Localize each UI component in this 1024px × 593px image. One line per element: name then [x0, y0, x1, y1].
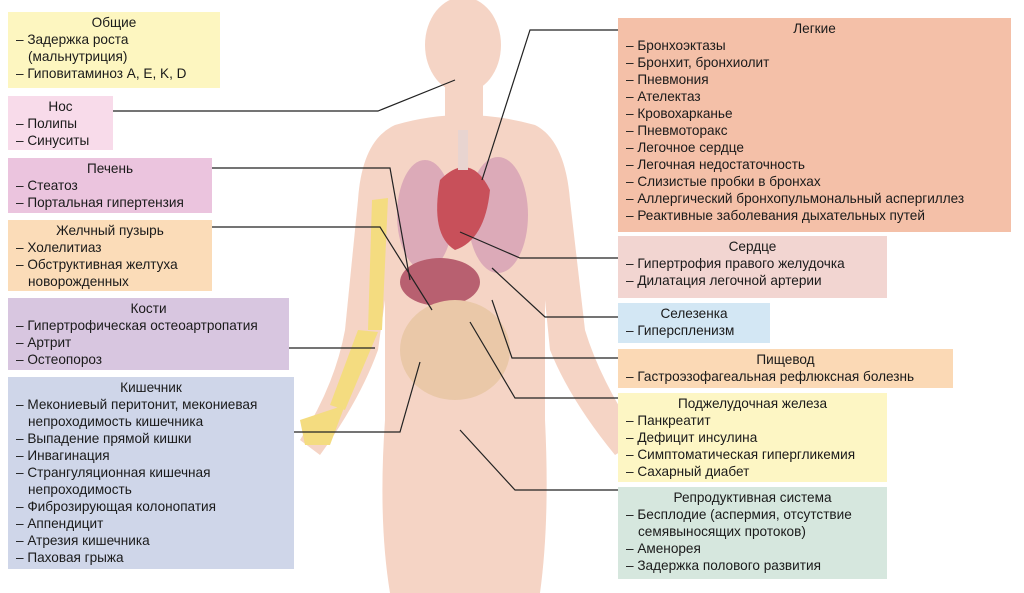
box-item: – Панкреатит [626, 413, 711, 428]
box-item: – Аменорея [626, 541, 701, 556]
box-title: Легкие [793, 21, 836, 36]
box-item: – Легочное сердце [626, 140, 744, 155]
box-item: – Симптоматическая гипергликемия [626, 447, 856, 462]
leader-line-spleen [491, 267, 618, 318]
box-item: – Ателектаз [626, 89, 701, 104]
box-item: – Бронхоэктазы [626, 38, 726, 53]
box-item: – Кровохарканье [626, 106, 733, 121]
box-item: – Остеопороз [16, 352, 103, 367]
box-reproductive: Репродуктивная система – Бесплодие (аспе… [618, 487, 887, 579]
box-title: Поджелудочная железа [677, 396, 828, 411]
box-esophagus: Пищевод – Гастроэзофагеальная рефлюксная… [618, 349, 953, 388]
box-item: – Холелитиаз [16, 240, 102, 255]
box-general: Общие – Задержка роста (мальнутриция) – … [8, 12, 220, 88]
leader-line-liver [212, 167, 411, 281]
leader-line-nose [113, 79, 456, 112]
box-heart: Сердце – Гипертрофия правого желудочка –… [618, 236, 887, 298]
box-item: – Пневмоторакс [626, 123, 728, 138]
box-item: – Синуситы [16, 133, 90, 148]
box-liver: Печень – Стеатоз – Портальная гипертензи… [8, 158, 212, 213]
box-item: – Фиброзирующая колонопатия [16, 499, 217, 514]
box-title: Селезенка [660, 306, 728, 321]
leader-line-pancreas [469, 321, 618, 399]
box-title: Пищевод [756, 352, 815, 367]
leader-line-esophagus [491, 299, 618, 359]
box-item: – Паховая грыжа [16, 550, 124, 565]
box-title: Общие [91, 15, 137, 30]
leader-line-heart [459, 231, 618, 259]
leader-lines [113, 29, 618, 491]
box-title: Сердце [728, 239, 777, 254]
box-item: – Выпадение прямой кишки [16, 431, 192, 446]
arm-bones [300, 198, 388, 445]
leader-line-lungs [481, 29, 618, 181]
box-item: – Пневмония [626, 72, 709, 87]
box-item: – Аллергический бронхопульмональный аспе… [626, 191, 965, 206]
box-item: – Аппендицит [16, 516, 104, 531]
box-item: – Гастроэзофагеальная рефлюксная болезнь [626, 369, 915, 384]
box-item: – Сахарный диабет [626, 464, 750, 479]
box-item: – Обструктивная желтуха новорожденных [16, 257, 178, 289]
leader-line-reproductive [459, 429, 618, 491]
box-title: Кости [130, 301, 167, 316]
box-nose: Нос – Полипы – Синуситы [8, 96, 113, 150]
box-title: Репродуктивная система [673, 490, 832, 505]
box-item: – Гипертрофическая остеоартропатия [16, 318, 258, 333]
box-item: – Бесплодие (аспермия, отсутствие семявы… [626, 507, 852, 539]
box-item: – Странгуляционная кишечная непроходимос… [16, 465, 211, 497]
box-item: – Гипертрофия правого желудочка [626, 256, 845, 271]
box-item: – Гиповитаминоз A, E, K, D [16, 66, 187, 81]
box-title: Желчный пузырь [56, 223, 164, 238]
box-item: – Инвагинация [16, 448, 110, 463]
box-lungs: Легкие – Бронхоэктазы – Бронхит, бронхио… [618, 18, 1011, 232]
box-item: – Портальная гипертензия [16, 195, 184, 210]
box-item: – Артрит [16, 335, 72, 350]
box-item: – Дилатация легочной артерии [626, 273, 822, 288]
box-item: – Дефицит инсулина [626, 430, 758, 445]
leader-line-intestine [294, 361, 421, 433]
box-intestine: Кишечник – Мекониевый перитонит, меконие… [8, 377, 294, 569]
box-item: – Слизистые пробки в бронхах [626, 174, 821, 189]
organs [397, 130, 528, 400]
box-item: – Реактивные заболевания дыхательных пут… [626, 208, 925, 223]
box-gallbladder: Желчный пузырь – Холелитиаз – Обструктив… [8, 220, 212, 291]
box-spleen: Селезенка – Гиперспленизм [618, 303, 770, 343]
box-item: – Задержка роста (мальнутриция) [16, 32, 129, 64]
box-item: – Атрезия кишечника [16, 533, 150, 548]
box-item: – Бронхит, бронхиолит [626, 55, 770, 70]
box-title: Печень [86, 161, 134, 176]
box-title: Кишечник [120, 380, 182, 395]
box-item: – Мекониевый перитонит, мекониевая непро… [16, 397, 258, 429]
box-title: Нос [48, 99, 73, 114]
box-item: – Гиперспленизм [626, 323, 735, 338]
box-pancreas: Поджелудочная железа – Панкреатит – Дефи… [618, 393, 887, 482]
box-item: – Задержка полового развития [626, 558, 821, 573]
box-item: – Полипы [16, 116, 78, 131]
box-item: – Легочная недостаточность [626, 157, 806, 172]
box-item: – Стеатоз [16, 178, 78, 193]
box-bones: Кости – Гипертрофическая остеоартропатия… [8, 298, 289, 370]
leader-line-gallbladder [212, 226, 433, 311]
